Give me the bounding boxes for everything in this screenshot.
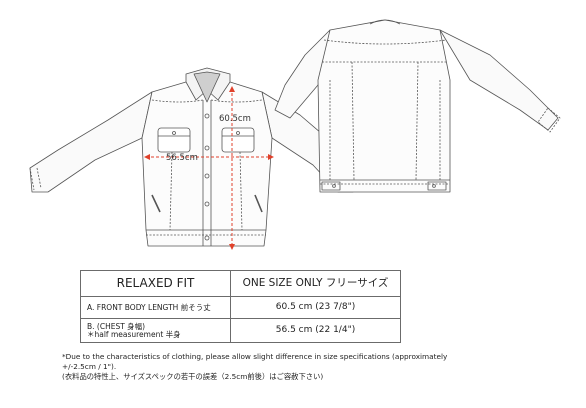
disclaimer-notes: *Due to the characteristics of clothing,…	[62, 352, 532, 382]
row-label: A. FRONT BODY LENGTH 前そう丈	[80, 296, 231, 319]
jacket-front-drawing	[29, 67, 356, 247]
chest-dimension-label: 56.5cm	[166, 153, 198, 163]
note-line-1: *Due to the characteristics of clothing,…	[62, 352, 448, 361]
length-dimension-label: 60.5cm	[219, 114, 251, 124]
fit-header: RELAXED FIT	[80, 270, 231, 297]
chest-measure-line	[144, 154, 274, 160]
size-spec-table: RELAXED FIT ONE SIZE ONLY フリーサイズ A. FRON…	[80, 270, 401, 343]
spec-header-row: RELAXED FIT ONE SIZE ONLY フリーサイズ	[80, 270, 401, 297]
jacket-illustrations	[29, 19, 561, 250]
row-value: 60.5 cm (23 7/8")	[230, 296, 401, 319]
note-line-2: +/-2.5cm / 1").	[62, 362, 117, 371]
size-header: ONE SIZE ONLY フリーサイズ	[230, 270, 401, 297]
row-label-line2: ＊half measurement 半身	[87, 329, 181, 339]
measurement-lines	[144, 86, 274, 250]
spec-row-chest: B. (CHEST 身幅) ＊half measurement 半身 56.5 …	[80, 318, 401, 343]
note-line-3: (衣料品の特性上、サイズスペックの若干の誤差（2.5cm前後）はご容赦下さい)	[62, 372, 324, 381]
row-label: B. (CHEST 身幅) ＊half measurement 半身	[80, 318, 231, 343]
length-measure-line	[229, 86, 235, 250]
jacket-back-drawing	[274, 19, 561, 193]
spec-row-front-length: A. FRONT BODY LENGTH 前そう丈 60.5 cm (23 7/…	[80, 296, 401, 319]
row-value: 56.5 cm (22 1/4")	[230, 318, 401, 343]
row-label-line1: B. (CHEST 身幅)	[87, 321, 146, 331]
